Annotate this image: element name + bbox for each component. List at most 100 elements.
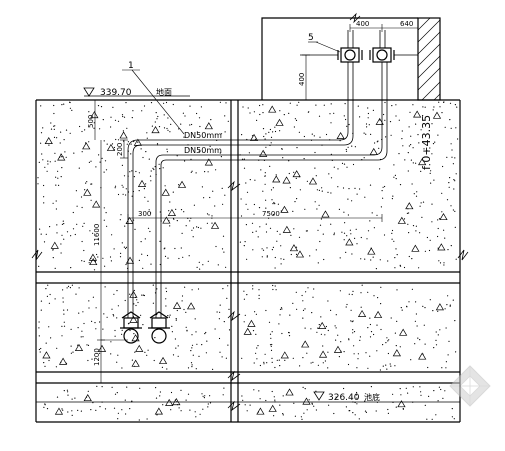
stipple-dot [222, 394, 224, 396]
stipple-dot [63, 139, 65, 141]
stipple-dot [178, 257, 180, 260]
stipple-dot [84, 129, 86, 131]
stipple-dot [429, 172, 431, 174]
stipple-dot [138, 259, 140, 261]
stipple-dot [222, 288, 224, 290]
stipple-dot [256, 119, 258, 121]
stipple-dot [61, 335, 63, 337]
stipple-dot [137, 141, 139, 143]
stipple-dot [319, 136, 321, 138]
stipple-dot [95, 307, 97, 309]
stipple-dot [255, 352, 257, 354]
aggregate-triangle [397, 216, 406, 224]
pipe-lower-label: DN50mm [184, 146, 222, 155]
stipple-dot [67, 411, 69, 413]
stipple-dot [176, 220, 178, 222]
stipple-dot [265, 207, 267, 209]
stipple-dot [138, 190, 140, 192]
stipple-dot [187, 393, 190, 395]
aggregate-triangle [88, 253, 98, 261]
stipple-dot [424, 404, 426, 406]
stipple-dot [279, 233, 281, 235]
stipple-dot [438, 386, 440, 388]
stipple-dot [155, 112, 157, 114]
stipple-dot [248, 152, 250, 154]
stipple-dot [403, 266, 406, 269]
stipple-dot [390, 317, 392, 319]
stipple-dot [64, 151, 66, 153]
stipple-dot [307, 287, 309, 289]
aggregate-triangle [42, 351, 51, 359]
stipple-dot [60, 156, 63, 158]
aggregate-triangle [397, 400, 406, 408]
stipple-dot [444, 390, 446, 392]
stipple-dot [149, 175, 152, 177]
stipple-dot [142, 324, 144, 326]
stipple-dot [396, 254, 398, 256]
aggregate-triangle [165, 398, 174, 406]
stipple-dot [342, 187, 345, 189]
stipple-dot [204, 333, 206, 335]
stipple-dot [419, 232, 421, 234]
stipple-dot [103, 219, 105, 221]
stipple-dot [380, 286, 382, 288]
stipple-dot [190, 158, 192, 160]
stipple-dot [60, 131, 62, 133]
stipple-dot [191, 123, 193, 126]
stipple-dot [367, 112, 369, 115]
stipple-dot [195, 368, 197, 370]
aggregate-triangle [308, 177, 318, 185]
valve-right [369, 47, 395, 63]
stipple-dot [174, 247, 176, 250]
stipple-dot [346, 166, 348, 168]
stipple-dot [122, 186, 124, 188]
stipple-dot [114, 335, 116, 337]
stipple-dot [116, 392, 118, 394]
stipple-dot [330, 153, 332, 155]
stipple-dot [218, 318, 220, 320]
stipple-dot [298, 236, 301, 238]
stipple-dot [353, 331, 356, 333]
stipple-dot [447, 249, 449, 251]
stipple-dot [387, 340, 389, 342]
stipple-dot [184, 115, 186, 117]
stipple-dot [419, 339, 421, 341]
stipple-dot [112, 106, 114, 108]
stipple-dot [40, 309, 42, 311]
aggregate-triangle [54, 407, 64, 415]
aggregate-triangle [89, 258, 98, 266]
stipple-dot [372, 256, 374, 258]
stipple-dot [385, 136, 387, 138]
stipple-dot [360, 258, 362, 260]
stipple-dot [63, 325, 66, 327]
stipple-dot [199, 125, 201, 128]
stipple-dot [141, 253, 143, 255]
stipple-dot [172, 103, 174, 106]
stipple-dot [244, 314, 246, 316]
stipple-dot [182, 256, 184, 258]
stipple-dot [99, 352, 101, 354]
stipple-dot [396, 289, 398, 291]
stipple-dot [288, 335, 291, 337]
stipple-dot [404, 159, 406, 161]
stipple-dot [415, 123, 417, 125]
wall-hatching [417, 17, 441, 101]
stipple-dot [271, 199, 273, 201]
stipple-dot [348, 338, 350, 340]
stipple-dot [394, 332, 396, 334]
aggregate-triangle [74, 343, 84, 351]
stipple-dot [87, 344, 90, 346]
stipple-dot [56, 347, 58, 349]
stipple-dot [249, 112, 251, 114]
stipple-dot [412, 401, 414, 403]
stipple-dot [319, 224, 322, 226]
stipple-dot [320, 316, 322, 318]
stipple-dot [245, 203, 247, 205]
stipple-dot [346, 125, 348, 127]
stipple-dot [395, 104, 397, 106]
stipple-dot [43, 241, 46, 243]
stipple-dot [80, 336, 82, 338]
stipple-dot [415, 301, 417, 303]
stipple-dot [204, 171, 206, 173]
stipple-dot [116, 317, 118, 319]
